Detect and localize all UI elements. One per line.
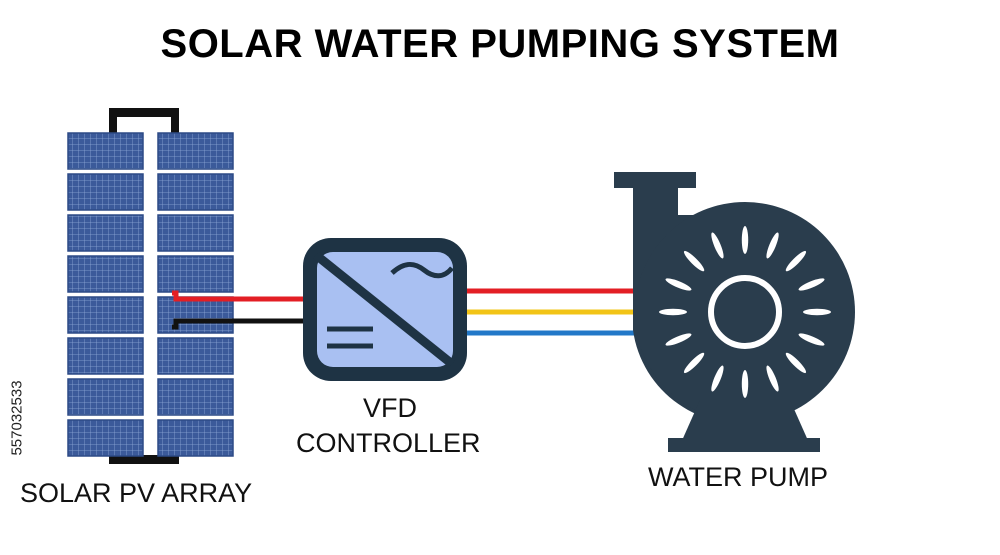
- impeller-blade: [741, 226, 749, 254]
- pump-base: [668, 438, 820, 452]
- solar-panel: [67, 337, 144, 375]
- dc-negative-wire: [172, 318, 305, 330]
- pump-impeller-hub: [708, 275, 782, 349]
- impeller-blade: [766, 365, 779, 392]
- impeller-blade: [798, 333, 825, 346]
- solar-panel: [157, 419, 234, 457]
- vfd-controller: [303, 238, 467, 381]
- impeller-blade: [711, 365, 724, 392]
- impeller-blade: [683, 250, 705, 272]
- solar-pv-array: [67, 132, 234, 457]
- impeller-blade: [665, 278, 692, 291]
- vfd-label: VFD: [363, 393, 417, 423]
- solar-panel: [157, 296, 234, 334]
- vfd-diagonal: [313, 251, 455, 368]
- ac-sine-icon: [390, 261, 454, 279]
- impeller-blade: [741, 370, 749, 398]
- solar-panel: [67, 214, 144, 252]
- pump-impeller-blades: [659, 226, 831, 398]
- impeller-blade: [785, 352, 807, 374]
- solar-panel: [67, 419, 144, 457]
- solar-panel: [67, 255, 144, 293]
- dc-positive-wire: [172, 290, 305, 302]
- stock-id-watermark: 557032533: [2, 318, 32, 518]
- impeller-blade: [665, 333, 692, 346]
- solar-panel: [157, 132, 234, 170]
- pv-to-vfd-wires: [172, 290, 305, 330]
- solar-panel: [67, 132, 144, 170]
- solar-panel: [157, 255, 234, 293]
- impeller-blade: [659, 308, 687, 316]
- stock-id-text: 557032533: [8, 380, 26, 456]
- solar-panel: [67, 296, 144, 334]
- pump-stand: [680, 400, 810, 445]
- controller-label: CONTROLLER: [296, 428, 481, 458]
- solar-panel: [67, 378, 144, 416]
- impeller-blade: [785, 250, 807, 272]
- vfd-to-pump-wires: [462, 288, 640, 336]
- impeller-blade: [766, 232, 779, 259]
- solar-panel: [157, 337, 234, 375]
- impeller-blade: [683, 352, 705, 374]
- pump-discharge-flange: [614, 172, 696, 188]
- solar-array-label: SOLAR PV ARRAY: [20, 478, 253, 508]
- solar-panel: [157, 214, 234, 252]
- solar-panel: [157, 173, 234, 211]
- solar-panel: [157, 378, 234, 416]
- impeller-blade: [711, 232, 724, 259]
- impeller-blade: [798, 278, 825, 291]
- diagram-title: SOLAR WATER PUMPING SYSTEM: [160, 22, 840, 66]
- impeller-blade: [803, 308, 831, 316]
- solar-panel: [67, 173, 144, 211]
- water-pump-label: WATER PUMP: [648, 462, 828, 492]
- water-pump: [614, 172, 855, 452]
